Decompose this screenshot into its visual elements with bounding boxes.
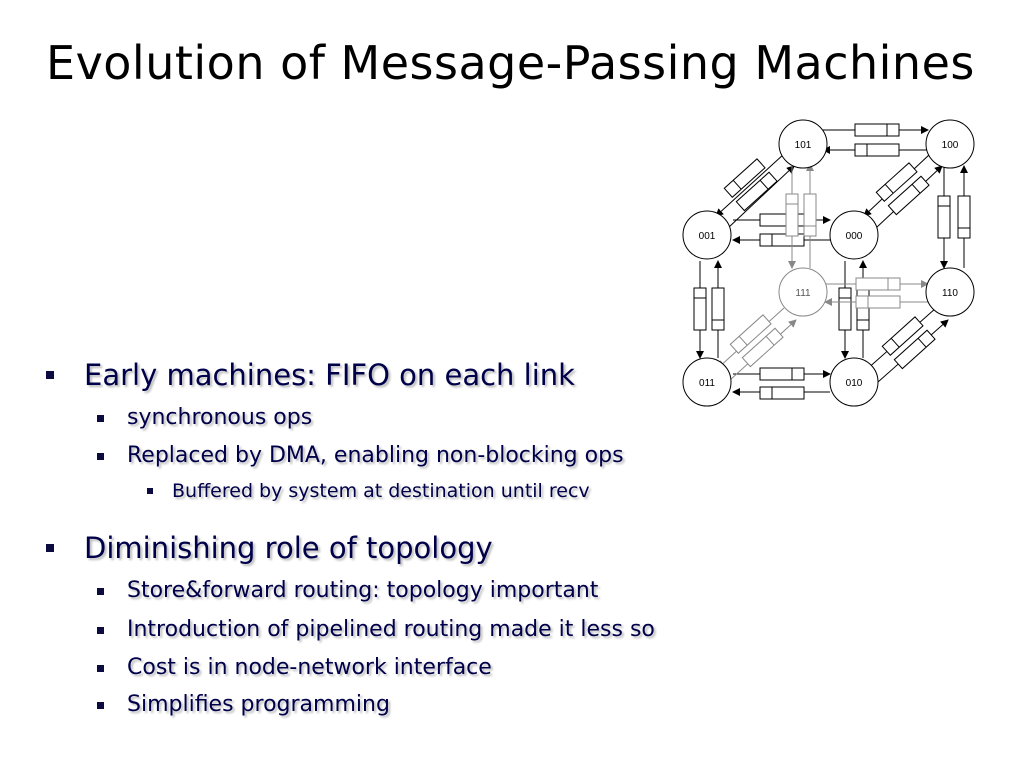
bullet-text: Store&forward routing: topology importan… — [127, 578, 599, 603]
bullet-text: Introduction of pipelined routing made i… — [127, 617, 655, 642]
bullet-marker — [97, 588, 104, 595]
slide-title: Evolution of Message-Passing Machines — [46, 36, 975, 90]
node-000: 000 — [829, 210, 879, 260]
bullet-text: Simplifies programming — [127, 692, 390, 717]
node-110: 110 — [925, 267, 975, 317]
bullet-item: Buffered by system at destination until … — [147, 480, 590, 502]
bullet-item: Store&forward routing: topology importan… — [97, 578, 599, 603]
svg-text:110: 110 — [942, 288, 958, 299]
nodes: 101 100 001 000 111 110 011 010 — [682, 119, 975, 407]
bullet-text: Cost is in node-network interface — [127, 655, 492, 680]
svg-text:100: 100 — [942, 140, 959, 151]
node-011: 011 — [682, 357, 732, 407]
bullet-text: Replaced by DMA, enabling non-blocking o… — [127, 443, 624, 468]
bullet-text: Early machines: FIFO on each link — [84, 358, 575, 392]
bullet-marker — [97, 627, 104, 634]
bullet-item: Cost is in node-network interface — [97, 655, 492, 680]
bullet-text: Diminishing role of topology — [84, 531, 493, 565]
bullet-marker — [97, 415, 104, 422]
bullet-item: Replaced by DMA, enabling non-blocking o… — [97, 443, 624, 468]
bullet-item: Early machines: FIFO on each link — [46, 358, 575, 392]
bullet-marker — [97, 702, 104, 709]
svg-text:001: 001 — [699, 231, 716, 242]
bullet-text: synchronous ops — [127, 405, 313, 430]
bullet-item: Diminishing role of topology — [46, 531, 493, 565]
node-111: 111 — [778, 267, 828, 317]
bullet-item: Introduction of pipelined routing made i… — [97, 617, 655, 642]
bullet-item: synchronous ops — [97, 405, 313, 430]
bullet-item: Simplifies programming — [97, 692, 390, 717]
bullet-marker — [46, 544, 54, 552]
svg-text:101: 101 — [795, 140, 812, 151]
svg-text:000: 000 — [846, 231, 863, 242]
node-100: 100 — [925, 119, 975, 169]
hypercube-diagram: 101 100 001 000 111 110 011 010 — [682, 119, 975, 407]
node-001: 001 — [682, 210, 732, 260]
bullet-marker — [97, 453, 104, 460]
node-101: 101 — [778, 119, 828, 169]
svg-text:111: 111 — [795, 288, 811, 299]
svg-text:011: 011 — [699, 378, 715, 389]
node-010: 010 — [829, 357, 879, 407]
bullet-text: Buffered by system at destination until … — [172, 480, 590, 502]
bullet-marker — [46, 371, 54, 379]
bullet-marker — [97, 665, 104, 672]
svg-text:010: 010 — [846, 378, 863, 389]
bullet-marker — [147, 488, 153, 494]
hidden-edges — [717, 163, 929, 381]
edges — [693, 123, 971, 400]
